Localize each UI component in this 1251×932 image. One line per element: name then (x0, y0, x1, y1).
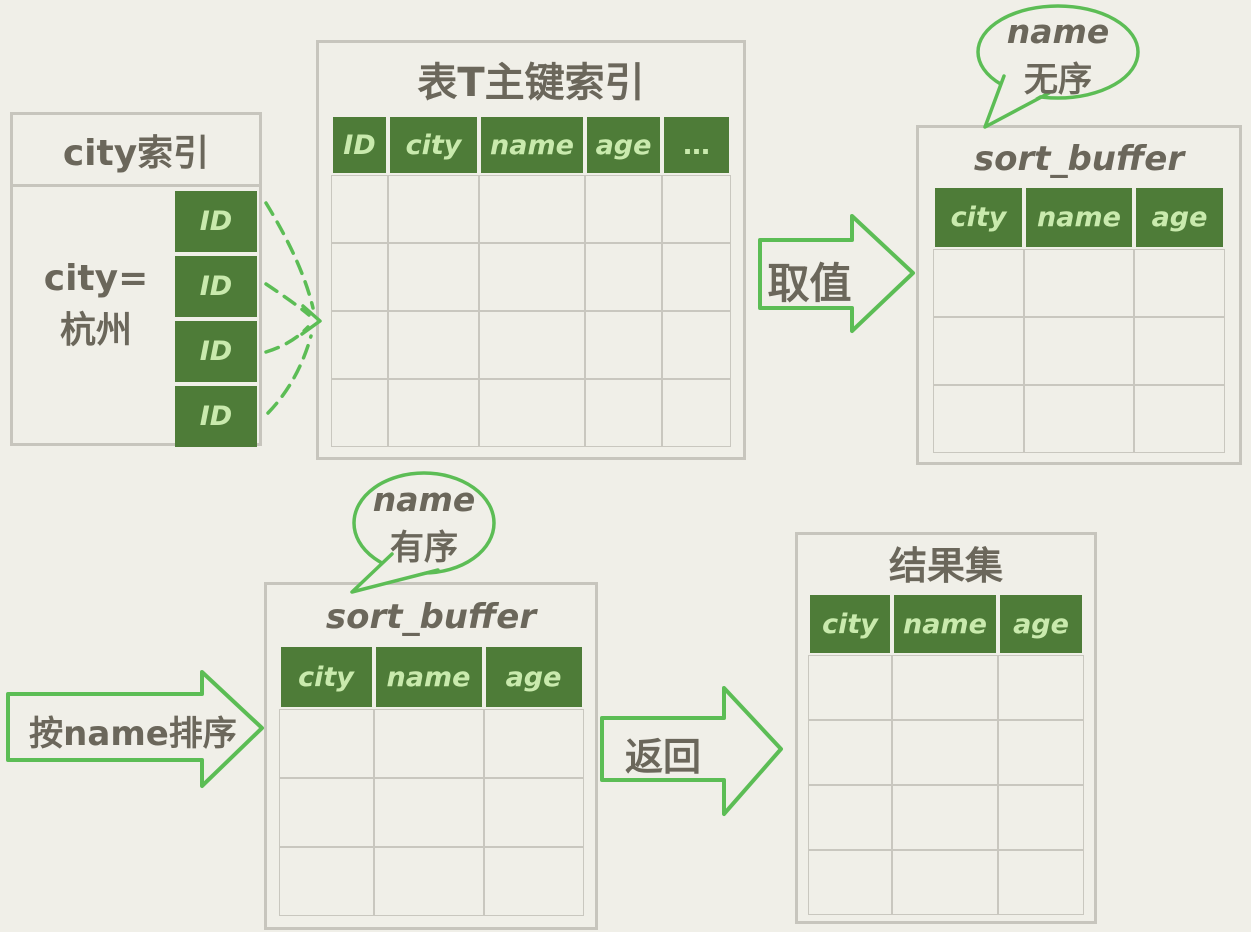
empty-cell (331, 379, 388, 447)
id-cell-column: ID ID ID ID (175, 191, 257, 451)
empty-cell (1134, 385, 1225, 453)
empty-cell (278, 778, 374, 847)
empty-cell (483, 847, 584, 916)
empty-cell (373, 709, 484, 778)
column-header-name: name (892, 593, 998, 655)
empty-cell (479, 379, 585, 447)
empty-cell (808, 850, 892, 915)
column-header-more: … (662, 115, 731, 175)
empty-cell (933, 317, 1024, 385)
empty-cell (585, 311, 662, 379)
column-header-name: name (373, 645, 484, 709)
primary-key-index-grid: ID city name age … (331, 115, 731, 447)
empty-cell (998, 720, 1084, 785)
column-header-city: city (388, 115, 479, 175)
empty-cell (388, 175, 479, 243)
city-index-body: city= 杭州 ID ID ID ID (13, 187, 259, 448)
column-header-city: city (808, 593, 892, 655)
empty-cell (1134, 249, 1225, 317)
id-lookup-dashed-lines (264, 201, 315, 415)
empty-cell (479, 175, 585, 243)
city-filter-label: city= 杭州 (21, 253, 171, 357)
sort-buffer-ordered-table: sort_buffer city name age (264, 582, 598, 930)
result-set-table: 结果集 city name age (795, 532, 1097, 924)
empty-cell (1024, 385, 1134, 453)
empty-cell (1134, 317, 1225, 385)
primary-key-index-title: 表T主键索引 (417, 60, 645, 106)
empty-cell (892, 850, 998, 915)
return-label: 返回 (624, 735, 701, 779)
empty-cell (998, 655, 1084, 720)
empty-cell (278, 847, 374, 916)
column-header-id: ID (331, 115, 388, 175)
id-cell: ID (175, 256, 257, 317)
empty-cell (662, 379, 731, 447)
empty-cell (331, 243, 388, 311)
empty-cell (388, 379, 479, 447)
column-header-name: name (1024, 186, 1134, 249)
empty-cell (998, 785, 1084, 850)
empty-cell (808, 655, 892, 720)
city-filter-line2: 杭州 (59, 310, 132, 352)
empty-cell (998, 850, 1084, 915)
empty-cell (662, 311, 731, 379)
sort-buffer-unordered-title: sort_buffer (973, 139, 1185, 179)
empty-cell (479, 243, 585, 311)
empty-cell (388, 311, 479, 379)
empty-cell (331, 311, 388, 379)
empty-cell (585, 175, 662, 243)
id-cell: ID (175, 386, 257, 447)
column-header-age: age (1134, 186, 1225, 249)
empty-cell (373, 847, 484, 916)
empty-cell (892, 655, 998, 720)
column-header-city: city (278, 645, 374, 709)
column-header-city: city (933, 186, 1024, 249)
bubble-ordered-line1: name (372, 480, 476, 519)
result-set-grid: city name age (808, 593, 1084, 915)
empty-cell (933, 249, 1024, 317)
empty-cell (483, 709, 584, 778)
id-cell: ID (175, 321, 257, 382)
empty-cell (1024, 317, 1134, 385)
empty-cell (808, 785, 892, 850)
primary-key-index-table: 表T主键索引 ID city name age … (316, 40, 746, 460)
empty-cell (933, 385, 1024, 453)
bubble-ordered-line2: 有序 (390, 528, 458, 568)
sort-buffer-ordered-title: sort_buffer (325, 597, 537, 637)
bubble-unordered-line1: name (1006, 12, 1110, 51)
empty-cell (892, 720, 998, 785)
column-header-age: age (998, 593, 1084, 655)
sort-buffer-ordered-grid: city name age (278, 645, 584, 916)
sort-buffer-unordered-grid: city name age (933, 186, 1225, 453)
city-index-table: city索引 city= 杭州 ID ID ID ID (10, 112, 262, 448)
sort-buffer-unordered-table: sort_buffer city name age (916, 125, 1242, 465)
empty-cell (585, 379, 662, 447)
empty-cell (331, 175, 388, 243)
empty-cell (892, 785, 998, 850)
id-cell: ID (175, 191, 257, 252)
city-filter-line1: city= (43, 258, 149, 299)
fetch-values-label: 取值 (767, 259, 852, 308)
empty-cell (1024, 249, 1134, 317)
empty-cell (483, 778, 584, 847)
bubble-unordered-line2: 无序 (1024, 60, 1092, 100)
empty-cell (662, 175, 731, 243)
column-header-name: name (479, 115, 585, 175)
empty-cell (373, 778, 484, 847)
empty-cell (662, 243, 731, 311)
empty-cell (808, 720, 892, 785)
sort-by-name-label: 按name排序 (29, 714, 237, 754)
city-index-title: city索引 (13, 115, 259, 187)
column-header-age: age (483, 645, 584, 709)
empty-cell (479, 311, 585, 379)
empty-cell (278, 709, 374, 778)
empty-cell (388, 243, 479, 311)
empty-cell (585, 243, 662, 311)
result-set-title: 结果集 (888, 544, 1003, 588)
column-header-age: age (585, 115, 662, 175)
